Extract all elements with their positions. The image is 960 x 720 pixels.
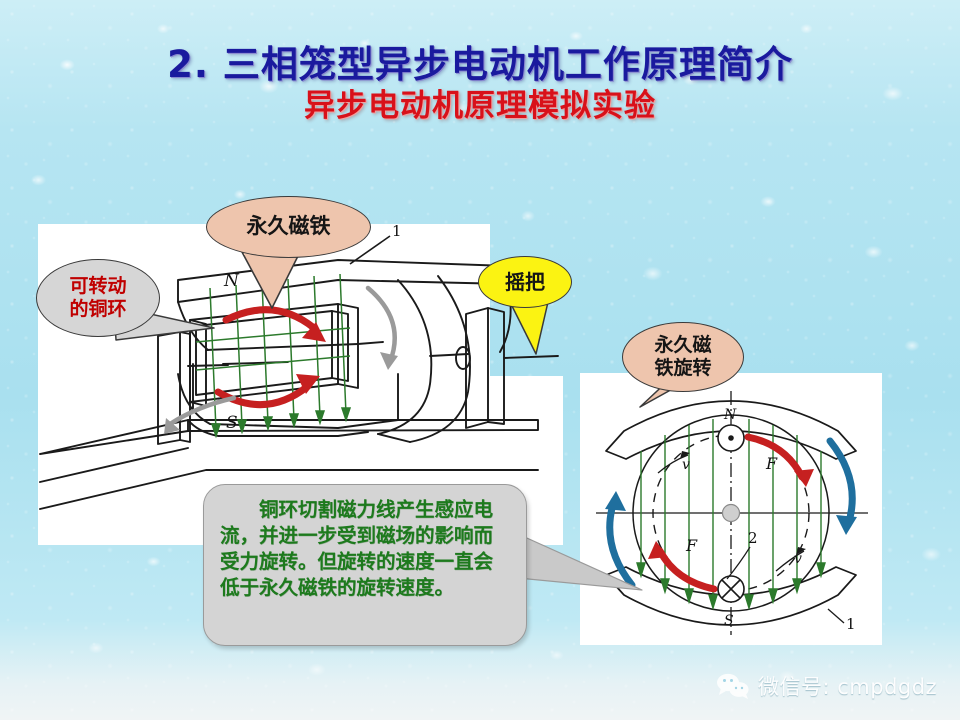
right-label-velocity-top: v <box>682 457 690 473</box>
right-label-north: N <box>723 407 737 423</box>
explanation-box[interactable]: 铜环切割磁力线产生感应电流，并进一步受到磁场的影响而受力旋转。但旋转的速度一直会… <box>203 484 527 646</box>
title-main: 2. 三相笼型异步电动机工作原理简介 <box>167 43 793 86</box>
callout-copper-ring-label: 可转动 的铜环 <box>69 274 127 320</box>
wechat-watermark: 微信号: cmpdgdz <box>716 671 937 701</box>
right-label-south: S <box>724 613 734 629</box>
right-label-part-two: 2 <box>748 529 758 547</box>
permanent-magnet-callout-tail <box>241 250 301 309</box>
callout-copper-ring[interactable]: 可转动 的铜环 <box>36 259 160 337</box>
callout-permanent-magnet-label: 永久磁铁 <box>246 214 331 239</box>
wechat-icon <box>717 673 749 699</box>
callout-permanent-magnet[interactable]: 永久磁铁 <box>206 196 371 258</box>
right-label-force-top: F <box>765 454 778 473</box>
left-label-north: N <box>223 271 240 291</box>
right-label-velocity-bottom: v <box>794 551 802 567</box>
left-label-part-one: 1 <box>392 222 402 240</box>
explanation-text: 铜环切割磁力线产生感应电流，并进一步受到磁场的影响而受力旋转。但旋转的速度一直会… <box>220 498 494 600</box>
left-label-south: S <box>226 413 238 433</box>
callout-crank-label: 摇把 <box>505 269 545 294</box>
watermark-text: 微信号: cmpdgdz <box>758 675 938 699</box>
right-label-force-bottom: F <box>685 536 698 555</box>
cross-section-illustration: N S F F v v 2 1 <box>596 391 868 635</box>
right-label-part-one: 1 <box>846 615 856 633</box>
callout-crank[interactable]: 摇把 <box>478 256 572 308</box>
callout-magnet-rotation-label: 永久磁 铁旋转 <box>654 333 712 379</box>
title-sub: 异步电动机原理模拟实验 <box>304 88 656 125</box>
apparatus-illustration: N S 1 <box>39 222 559 510</box>
page-title: 2. 三相笼型异步电动机工作原理简介 异步电动机原理模拟实验 <box>0 44 960 124</box>
callout-magnet-rotation[interactable]: 永久磁 铁旋转 <box>622 322 744 392</box>
crank-callout-tail <box>509 300 549 355</box>
explanation-pointer <box>517 533 643 591</box>
